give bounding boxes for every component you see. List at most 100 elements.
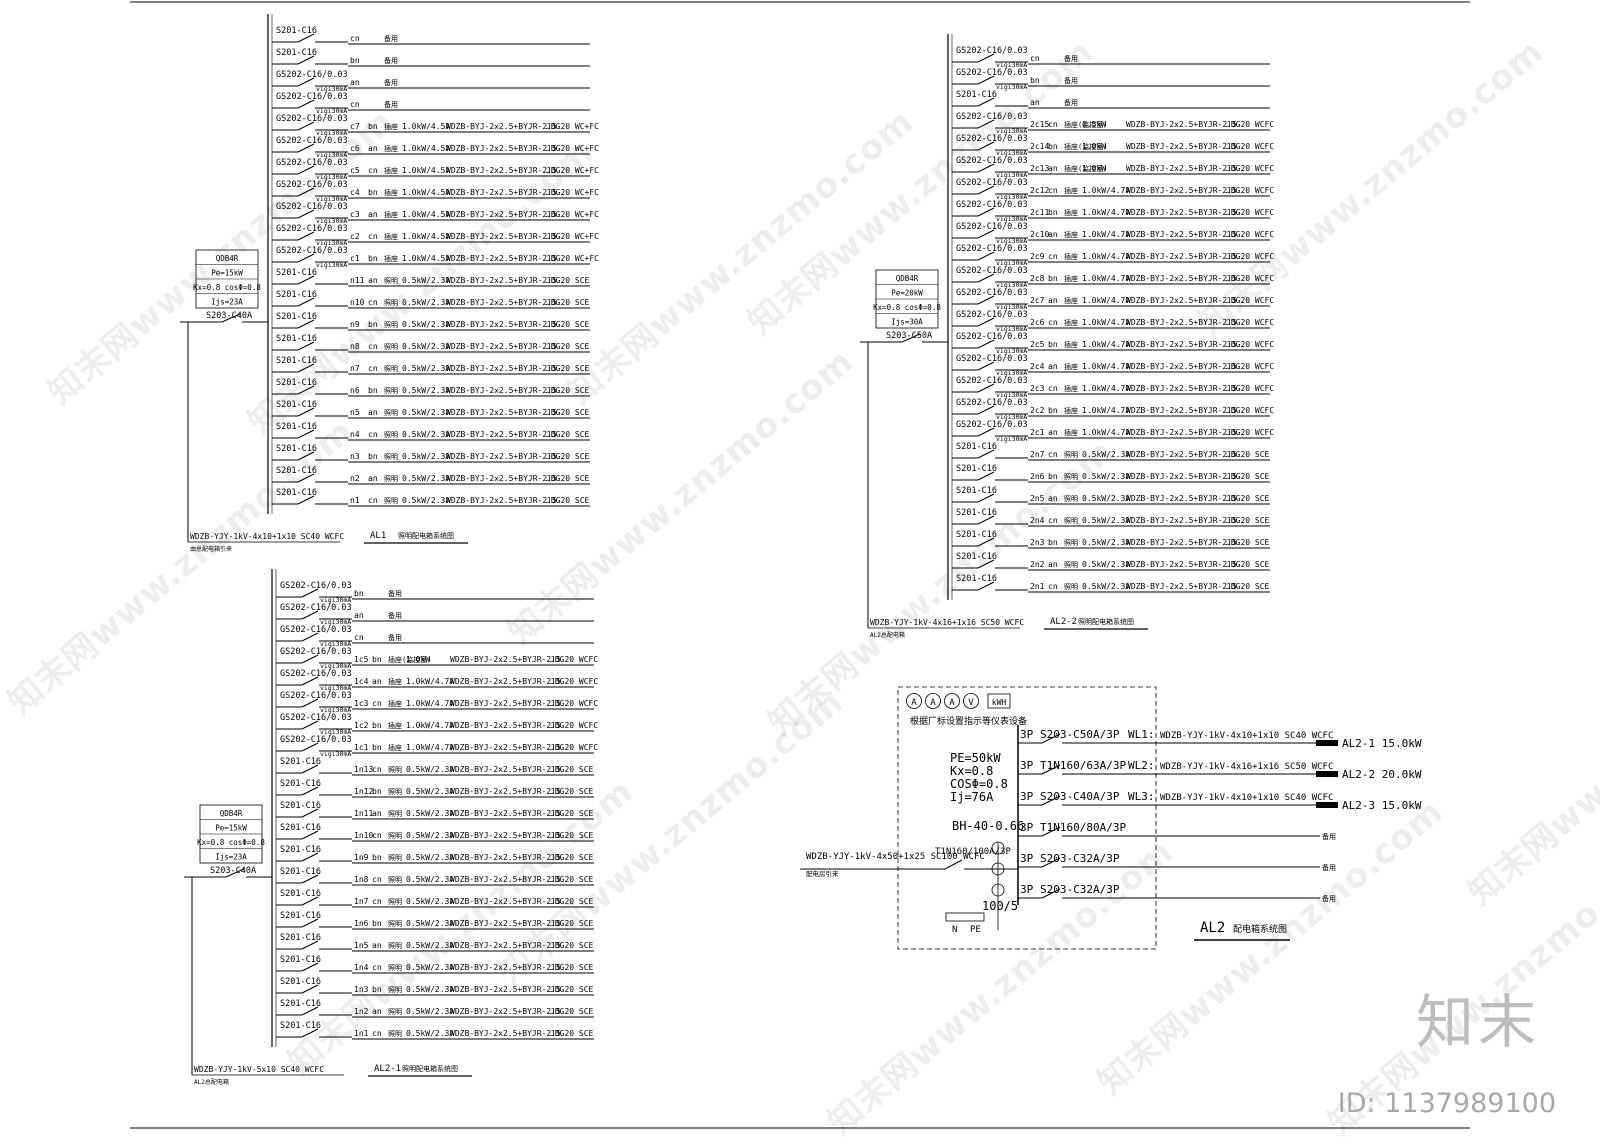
breaker-contact bbox=[297, 451, 315, 461]
breaker-contact bbox=[977, 317, 995, 327]
breaker-label: S201-C16 bbox=[276, 488, 317, 498]
circuit-use: 插座 bbox=[1064, 406, 1078, 415]
breaker-contact bbox=[297, 165, 315, 175]
circuit-power: 0.5kW/2.3A bbox=[1082, 538, 1130, 547]
circuit-cable: WDZB-BYJ-2x2.5+BYJR-2.5 bbox=[1126, 582, 1237, 591]
phase-label: an bbox=[1048, 164, 1058, 173]
circuit-id: 2c2 bbox=[1030, 406, 1045, 415]
rcd-label: vigi30mA bbox=[316, 151, 347, 159]
circuit-use: 备用 bbox=[1064, 54, 1078, 63]
circuit-cable: WDZB-BYJ-2x2.5+BYJR-2.5 bbox=[1126, 142, 1237, 151]
circuit-power: 0.5kW/2.3A bbox=[1082, 450, 1130, 459]
circuit-power: 1.0kW/4.7A bbox=[1082, 186, 1130, 195]
circuit-use: 备用 bbox=[388, 633, 402, 642]
breaker-contact bbox=[301, 896, 319, 906]
circuit-id: n8 bbox=[350, 342, 360, 351]
circuit-use: 插座 bbox=[1064, 186, 1078, 195]
breaker-label: GS202-C16/0.03 bbox=[276, 158, 348, 168]
circuit-use: 插座 bbox=[384, 232, 398, 241]
outgoing-arrow-marker bbox=[1316, 740, 1338, 746]
circuit-id: 2c4 bbox=[1030, 362, 1045, 371]
outgoing-destination: 备用 bbox=[1322, 863, 1336, 872]
circuit-id: 2c8 bbox=[1030, 274, 1045, 283]
circuit-power: 0.5kW/2.3A bbox=[402, 496, 450, 505]
circuit-cable: WDZB-BYJ-2x2.5+BYJR-2.5 bbox=[450, 677, 561, 686]
circuit-power: 1.0kW/4.5A bbox=[402, 144, 450, 153]
circuit-cable: WDZB-BYJ-2x2.5+BYJR-2.5 bbox=[450, 853, 561, 862]
circuit-use: 照明 bbox=[384, 431, 398, 439]
breaker-contact bbox=[977, 141, 995, 151]
circuit-conduit: JDG20 SCE bbox=[550, 897, 594, 906]
circuit-power: 0.5kW/2.3A bbox=[406, 919, 454, 928]
circuit-power: 1.0kW/4.5A bbox=[402, 254, 450, 263]
breaker-label: GS202-C16/0.03 bbox=[956, 68, 1028, 78]
breaker-contact bbox=[977, 581, 995, 591]
circuit-use: 照明 bbox=[388, 964, 402, 972]
phase-label: cn bbox=[372, 875, 382, 884]
circuit-conduit: JDG20 SCE bbox=[550, 875, 594, 884]
circuit-id: 2c9 bbox=[1030, 252, 1045, 261]
breaker-label: S201-C16 bbox=[280, 889, 321, 899]
phase-label: bn bbox=[1048, 274, 1058, 283]
breaker-contact bbox=[301, 984, 319, 994]
breaker-contact bbox=[301, 632, 319, 642]
outgoing-destination: AL2-2 20.0kW bbox=[1342, 768, 1422, 781]
circuit-conduit: JDG20 SCE bbox=[1226, 494, 1270, 503]
circuit-use: 备用 bbox=[384, 34, 398, 43]
circuit-conduit: JDG20 SCE bbox=[546, 474, 590, 483]
circuit-cable: WDZB-BYJ-2x2.5+BYJR-2.5 bbox=[446, 408, 557, 417]
main-switch-contact bbox=[944, 859, 963, 870]
breaker-label: GS202-C16/0.03 bbox=[956, 332, 1028, 342]
phase-label: cn bbox=[1048, 450, 1058, 459]
circuit-use: 插座 bbox=[1064, 230, 1078, 239]
circuit-conduit: JDG20 WCFC bbox=[550, 721, 598, 730]
breaker-label: GS202-C16/0.03 bbox=[956, 200, 1028, 210]
outgoing-contact bbox=[1041, 764, 1061, 775]
circuit-power: 0.5kW/2.3A bbox=[406, 1007, 454, 1016]
breaker-contact bbox=[301, 808, 319, 818]
circuit-id: an bbox=[350, 78, 360, 87]
phase-label: cn bbox=[1048, 252, 1058, 261]
breaker-contact bbox=[977, 493, 995, 503]
rcd-label: vigi30mA bbox=[316, 107, 347, 115]
circuit-conduit: JDG20 WCFC bbox=[1226, 252, 1274, 261]
incoming-note: AL2总配电箱 bbox=[194, 1078, 229, 1086]
circuit-conduit: JDG20 WCFC bbox=[1226, 186, 1274, 195]
circuit-conduit: JDG20 SCE bbox=[1226, 582, 1270, 591]
circuit-cable: WDZB-BYJ-2x2.5+BYJR-2.5 bbox=[450, 721, 561, 730]
circuit-power: 0.5kW/2.3A bbox=[406, 787, 454, 796]
brand-logo: 知末 bbox=[1415, 988, 1540, 1056]
circuit-use: 照明 bbox=[1064, 451, 1078, 459]
rcd-label: vigi30mA bbox=[996, 193, 1027, 201]
circuit-conduit: JDG20 WCFC bbox=[1226, 428, 1274, 437]
circuit-use: 插座 bbox=[1064, 296, 1078, 305]
circuit-use: 插座 bbox=[384, 210, 398, 219]
circuit-conduit: JDG20 SCE bbox=[550, 809, 594, 818]
circuit-cable: WDZB-BYJ-2x2.5+BYJR-2.5 bbox=[450, 941, 561, 950]
circuit-conduit: JDG20 WCFC bbox=[1226, 208, 1274, 217]
rcd-label: vigi30mA bbox=[316, 85, 347, 93]
outgoing-breaker-label: S203-C32A/3P bbox=[1040, 852, 1120, 865]
circuit-power: 1.0kW/4.7A bbox=[1082, 318, 1130, 327]
circuit-conduit: JDG20 SCE bbox=[546, 342, 590, 351]
circuit-cable: WDZB-BYJ-2x2.5+BYJR-2.5 bbox=[1126, 120, 1237, 129]
phase-label: cn bbox=[368, 232, 378, 241]
circuit-conduit: JDG20 WCFC bbox=[550, 699, 598, 708]
circuit-id: 1n2 bbox=[354, 1007, 369, 1016]
wl-label: WL1: bbox=[1128, 728, 1155, 741]
circuit-use: 插座 bbox=[1064, 318, 1078, 327]
circuit-cable: WDZB-BYJ-2x2.5+BYJR-2.5 bbox=[446, 166, 557, 175]
breaker-contact bbox=[297, 231, 315, 241]
circuit-use: 照明 bbox=[384, 365, 398, 373]
